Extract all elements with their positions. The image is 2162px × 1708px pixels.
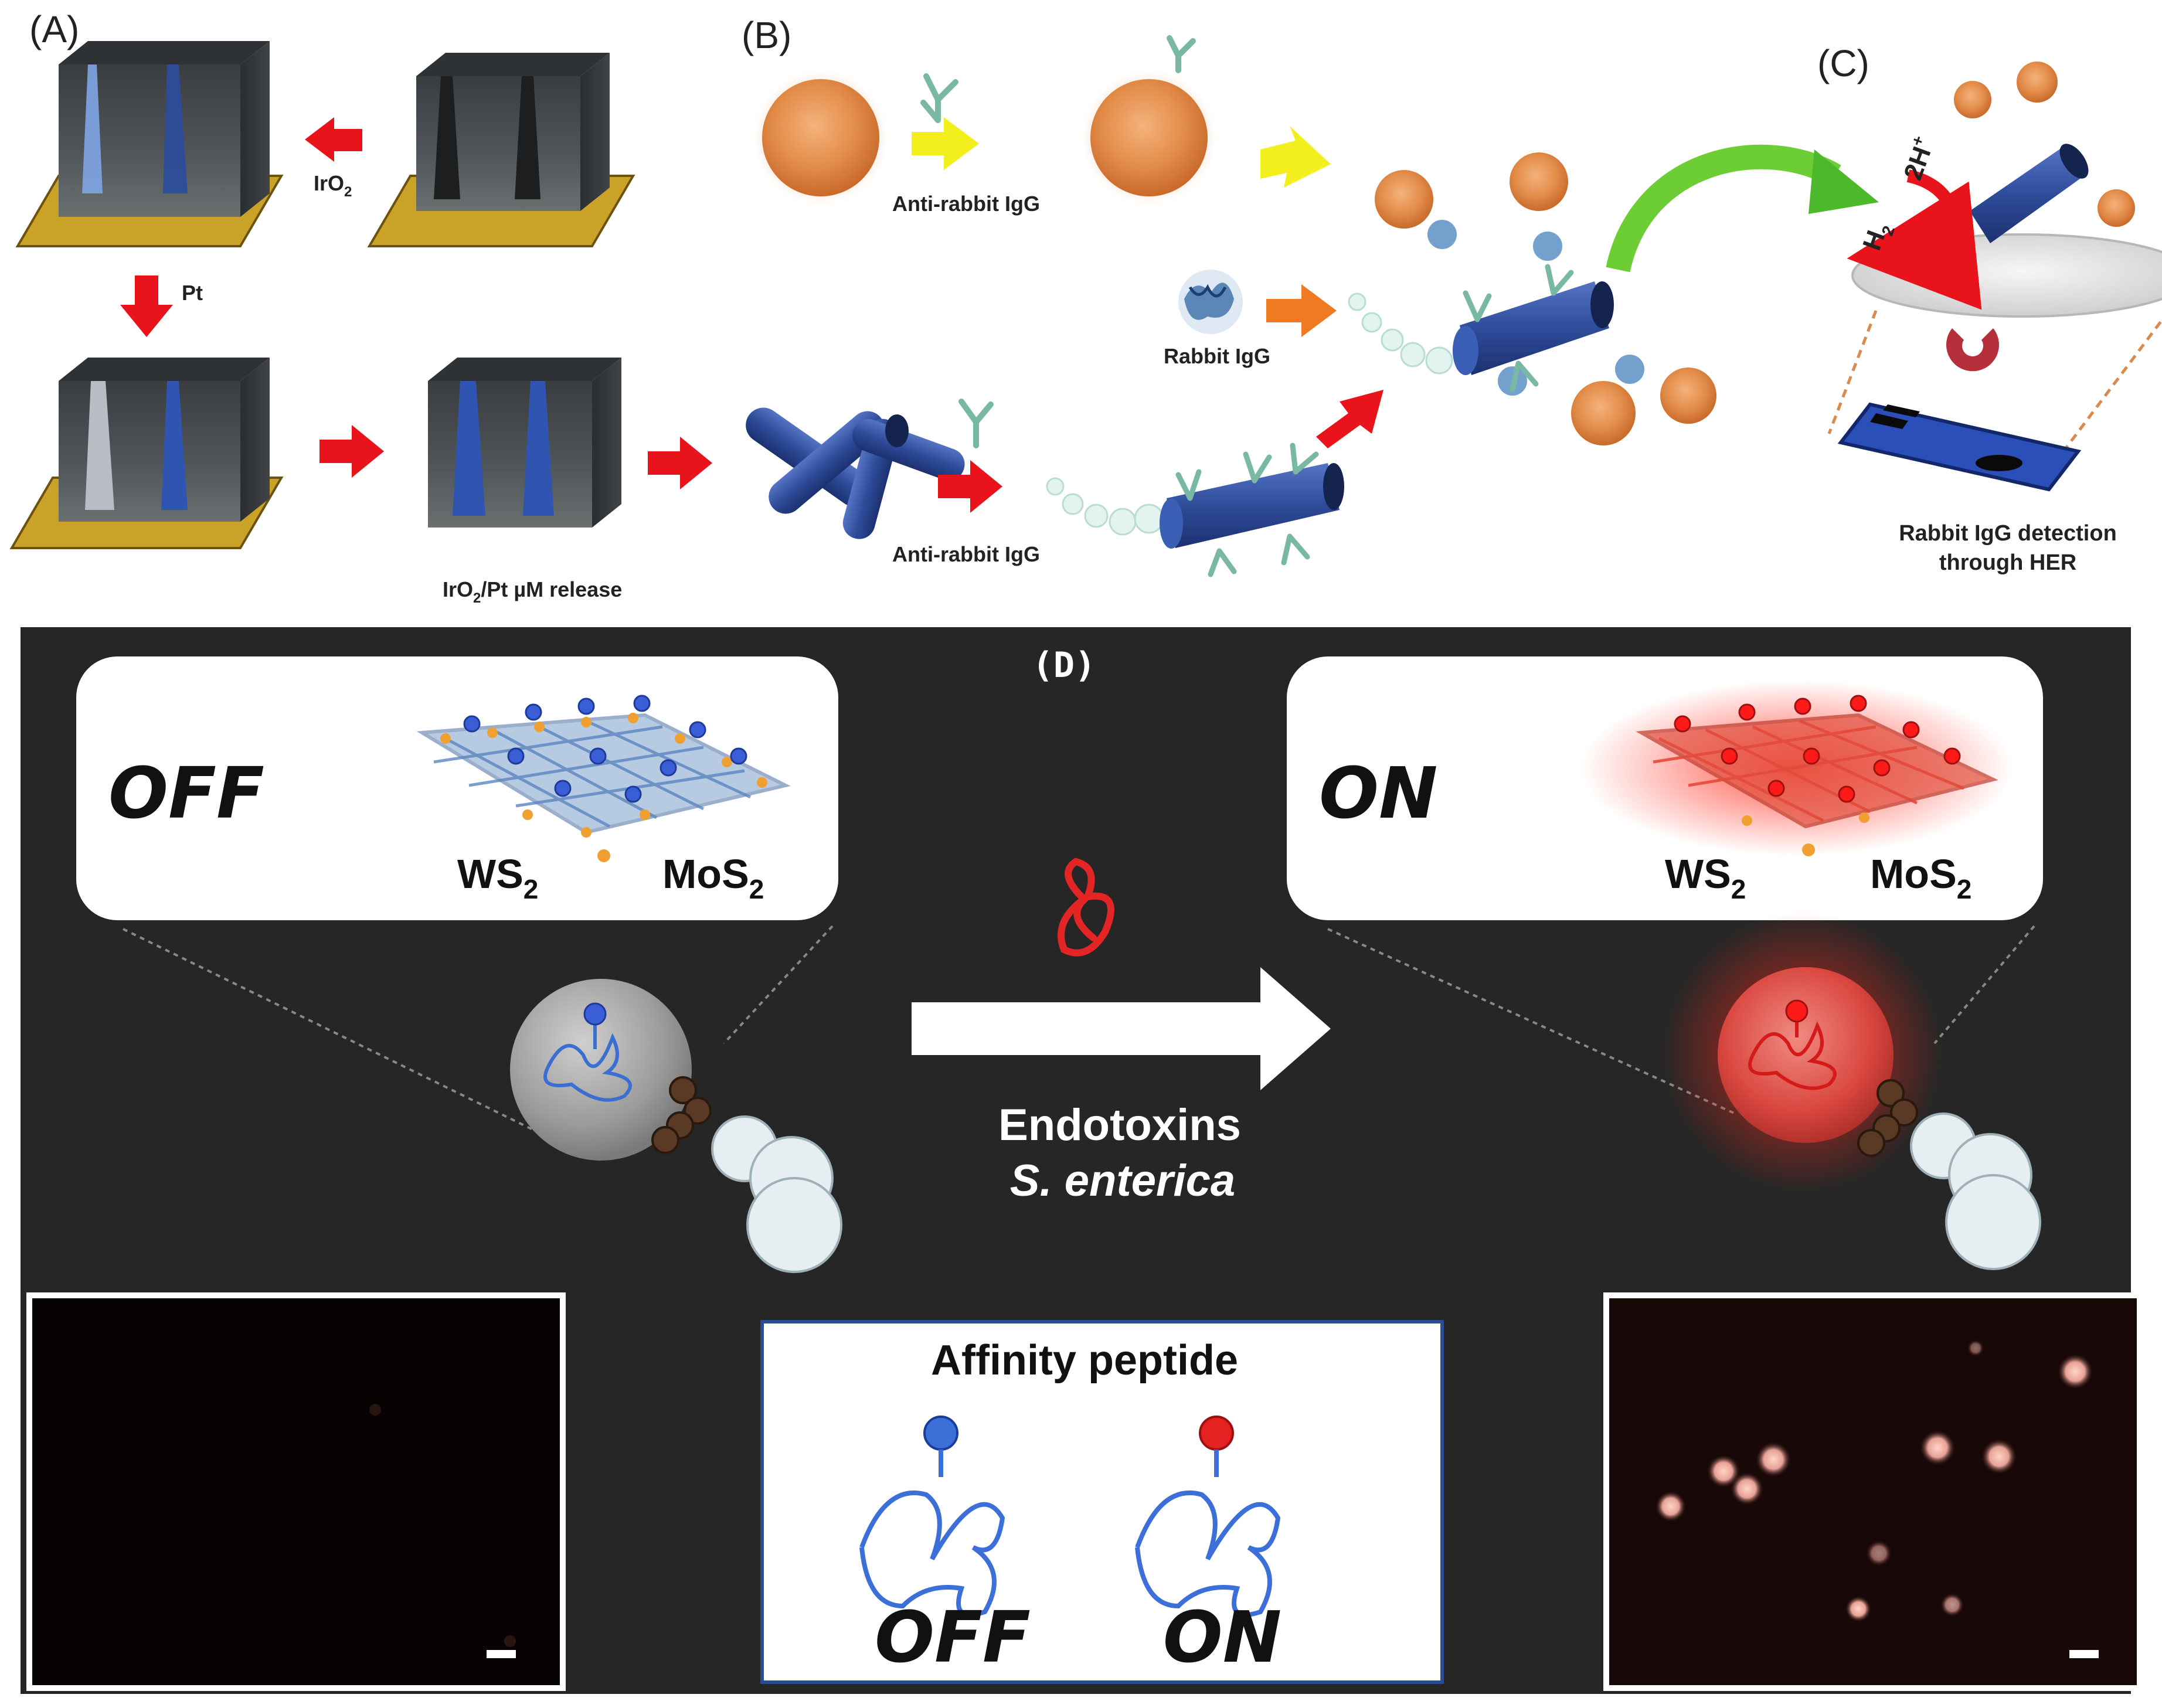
rabbit-igg-protein-icon [1178, 270, 1243, 334]
pore-block-iro2 [15, 41, 284, 247]
detection-line1: Rabbit IgG detection [1899, 521, 2117, 546]
ws2-label-off: WS2 [457, 851, 538, 904]
protons-label: 2H+ [1896, 133, 1940, 183]
mos2-label-off: MoS2 [662, 851, 764, 904]
endotoxin-squiggle [1058, 858, 1114, 957]
arrow-trigger [912, 967, 1331, 1090]
scale-bar-on [2069, 1650, 2099, 1658]
functionalized-particle-core [1090, 79, 1208, 196]
on-state-label: ON [1319, 753, 1437, 835]
arrow-red-capture [1316, 390, 1383, 448]
micrograph-off [26, 1292, 566, 1691]
on-callout: ON WS2 MoS2 [1287, 656, 2043, 920]
panel-c-label: (C) [1817, 42, 1869, 84]
screen-printed-electrode [1837, 402, 2082, 492]
captured-complex [1375, 152, 1716, 445]
dash-right [2062, 317, 2162, 452]
magnetic-particle-core [762, 79, 879, 196]
panel-c: (C) 2H+ H2 Rabbit IgG detection through … [1817, 42, 2162, 575]
bound-antibody-icon [1167, 35, 1196, 73]
nanosheet-on [1636, 695, 1998, 856]
bead-off [510, 979, 842, 1273]
trigger-line1: Endotoxins [998, 1100, 1241, 1150]
antibody-icon-bottom [958, 399, 994, 448]
panel-b: (B) Anti-rabbit IgG Rabbit IgG [742, 14, 1879, 577]
arrow-release [319, 425, 384, 478]
arrow-orange [1266, 284, 1337, 337]
bead-on [1662, 911, 2041, 1270]
peptide-off-icon [859, 1416, 1005, 1617]
zoom-line-off-right [723, 925, 834, 1044]
arrow-iro2-deposition [305, 117, 362, 162]
arrow-green-head [1809, 149, 1879, 214]
arrow-yellow-1 [912, 117, 979, 170]
micromotor-bundle [746, 407, 965, 539]
micromotor-on-electrode [1970, 144, 2089, 243]
arrow-pt-deposition [120, 275, 173, 337]
pore-block-template [367, 53, 635, 247]
ws2-label-on: WS2 [1665, 851, 1746, 904]
electrode-disc [1851, 233, 2162, 318]
arrow-green-detection [1606, 144, 1841, 273]
bubble-trail-1 [1046, 477, 1164, 536]
pore-block-pt [9, 358, 284, 549]
her-reaction-arrow [1847, 169, 1982, 310]
arrow-red-functionalize [938, 460, 1002, 513]
step-pt-label: Pt [182, 281, 203, 305]
detection-line2: through HER [1939, 550, 2076, 575]
panel-d-label: (D) [1032, 645, 1096, 686]
pore-block-release [428, 358, 621, 528]
anti-rabbit-igg-bottom: Anti-rabbit IgG [892, 542, 1040, 566]
panel-b-label: (B) [742, 14, 791, 56]
hydrogen-label: H2 [1857, 218, 1898, 256]
scale-bar-off [487, 1650, 516, 1658]
panel-d: (D) OFF [21, 627, 2143, 1694]
bubble-trail-2 [1348, 292, 1453, 375]
anti-rabbit-igg-top: Anti-rabbit IgG [892, 192, 1040, 216]
micrograph-on [1603, 1292, 2143, 1691]
affinity-peptide-legend: Affinity peptide OFF ON [760, 1320, 1444, 1684]
off-callout: OFF [76, 656, 838, 920]
release-label: IrO2/Pt µM release [443, 577, 622, 606]
step-iro2-label: IrO2 [314, 171, 352, 200]
rabbit-igg-label: Rabbit IgG [1164, 344, 1270, 368]
panel-a-label: (A) [29, 8, 79, 50]
panel-a: (A) IrO2 Pt [9, 8, 965, 606]
mos2-label-on: MoS2 [1870, 851, 1971, 904]
magnet-icon [1946, 328, 1999, 372]
legend-off-label: OFF [875, 1597, 1031, 1679]
arrow-yellow-2 [1260, 126, 1331, 188]
antibody-icon [920, 73, 958, 123]
dash-left [1827, 310, 1878, 434]
peptide-on-icon [1135, 1416, 1281, 1617]
legend-title: Affinity peptide [931, 1337, 1238, 1384]
trigger-line2: S. enterica [1010, 1156, 1235, 1206]
legend-on-label: ON [1163, 1597, 1281, 1679]
functionalized-micromotor [1160, 443, 1344, 577]
nanosheet-off [416, 695, 791, 862]
off-state-label: OFF [108, 753, 264, 835]
arrow-to-micromotors [648, 437, 712, 489]
zoom-line-off-left [123, 928, 549, 1138]
zoom-line-on-right [1933, 925, 2035, 1044]
